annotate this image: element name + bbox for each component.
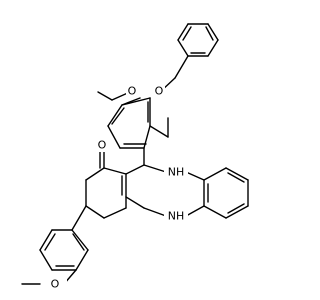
atom-label-o-methoxy-bottom: O <box>51 278 60 291</box>
atom-labels: O O O NH NH O <box>43 84 188 291</box>
atom-label-nh-upper: NH <box>168 166 185 179</box>
molecule-structure: O O O NH NH O <box>21 23 249 291</box>
carbonyl-bond <box>99 151 105 169</box>
cyclohexenone-ring <box>85 167 127 219</box>
benzyl-phenyl-ring <box>177 23 219 57</box>
atom-label-o-benzyloxy: O <box>155 85 164 98</box>
molecule-canvas: O O O NH NH O <box>21 23 249 291</box>
atom-label-o-methoxy-top: O <box>128 85 137 98</box>
benzyloxy-methoxy-phenyl-ring <box>107 97 169 149</box>
fused-benzene-ring <box>203 167 249 219</box>
atom-label-nh-lower: NH <box>168 210 185 223</box>
methoxyphenyl-ring <box>39 205 89 271</box>
diazepine-ring <box>121 164 205 217</box>
atom-label-o-carbonyl: O <box>98 139 107 152</box>
